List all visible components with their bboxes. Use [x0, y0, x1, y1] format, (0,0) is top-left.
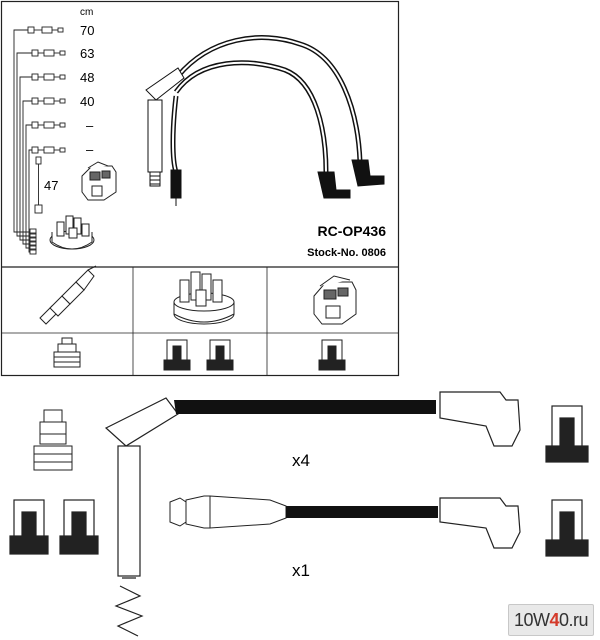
connector-row-4	[31, 97, 66, 105]
distributor-cap-icon	[49, 215, 95, 250]
connector-side-lead	[34, 156, 43, 214]
connector-row-6	[31, 146, 66, 154]
connector-row-1	[27, 26, 64, 34]
connector-bottom-group	[29, 228, 37, 255]
spark-plug-icon	[39, 265, 97, 325]
length-70: 70	[80, 23, 94, 38]
multiplier-x4: x4	[292, 451, 310, 470]
terminal-icon-distributor-2	[206, 339, 234, 371]
multiplier-x1: x1	[292, 561, 310, 580]
product-code: RC-OP436	[318, 223, 387, 239]
terminal-detail-left-1	[9, 499, 49, 555]
distributor-cap-large	[173, 271, 235, 325]
frame	[0, 0, 400, 377]
length-63: 63	[80, 46, 94, 61]
length-48: 48	[80, 70, 94, 85]
stock-number: Stock-No. 0806	[307, 247, 386, 259]
length-47: 47	[44, 178, 58, 193]
watermark-suffix: 0.ru	[559, 610, 589, 630]
ignition-coil-icon	[81, 161, 117, 201]
plug-boot-detail	[104, 397, 179, 637]
boot-angled-top-2	[351, 159, 385, 187]
connector-row-5	[31, 121, 66, 129]
watermark-accent: W	[532, 610, 550, 630]
cable-drawing	[170, 35, 363, 173]
length-40: 40	[80, 94, 94, 109]
unit-label: cm	[80, 7, 93, 18]
plug-terminal-detail	[33, 409, 73, 471]
watermark-prefix: 10	[513, 610, 534, 630]
connector-row-3	[31, 73, 66, 81]
watermark-mid: 4	[549, 610, 559, 630]
connector-row-2	[31, 49, 66, 57]
length-dash-1: –	[86, 118, 94, 133]
length-dash-2: –	[86, 142, 94, 157]
boot-angled-top-1	[317, 171, 351, 199]
terminal-icon-coil	[318, 339, 346, 371]
terminal-icon-distributor-1	[163, 339, 191, 371]
plug-terminal-icon	[53, 337, 81, 368]
watermark: 10W40.ru	[508, 604, 594, 636]
boot-straight-top	[170, 169, 182, 206]
ignition-coil-large	[313, 275, 357, 325]
terminal-detail-right-1	[545, 405, 589, 463]
plug-boot-top	[145, 67, 185, 187]
terminal-detail-right-2	[545, 499, 589, 557]
lead-bottom-detail	[169, 495, 521, 549]
lead-top-detail	[174, 391, 521, 447]
terminal-detail-left-2	[59, 499, 99, 555]
length-legend	[13, 26, 66, 255]
